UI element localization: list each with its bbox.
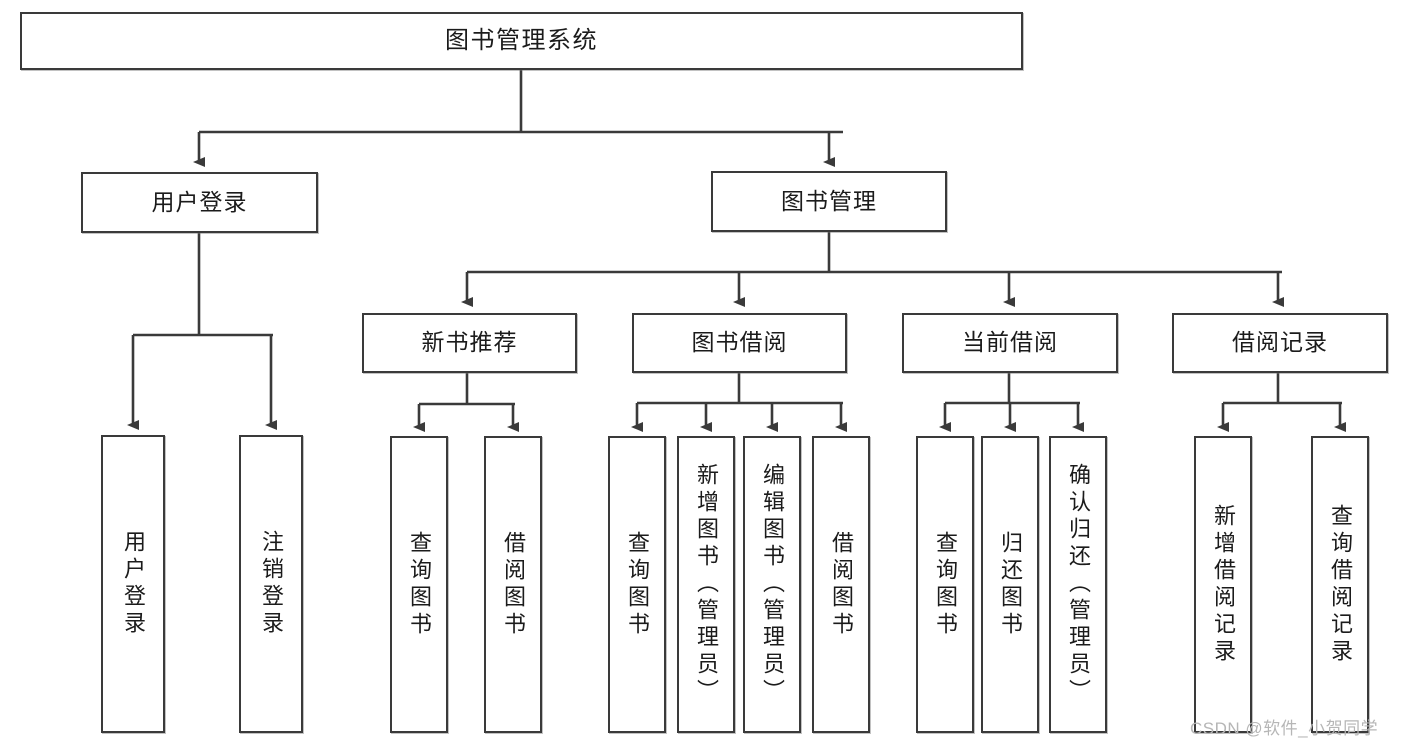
node-label: 图书管理	[781, 187, 877, 214]
leaf-user-login[interactable]: 用户登录	[101, 435, 165, 733]
node-label: 新书推荐	[421, 329, 518, 356]
node-label: 新增图书（管理员）	[694, 463, 719, 706]
leaf-add-borrow-record[interactable]: 新增借阅记录	[1194, 436, 1252, 733]
node-current-borrow[interactable]: 当前借阅	[902, 313, 1118, 373]
node-label: 新增借阅记录	[1211, 503, 1236, 666]
node-label: 用户登录	[151, 188, 248, 215]
node-label: 图书管理系统	[445, 26, 598, 54]
node-label: 编辑图书（管理员）	[760, 463, 785, 706]
node-book-borrow[interactable]: 图书借阅	[632, 313, 847, 373]
node-borrow-records[interactable]: 借阅记录	[1172, 313, 1388, 373]
leaf-edit-book-admin[interactable]: 编辑图书（管理员）	[743, 436, 801, 733]
node-label: 借阅图书	[501, 530, 526, 639]
leaf-query-borrow-record[interactable]: 查询借阅记录	[1311, 436, 1369, 733]
node-label: 查询图书	[407, 530, 432, 639]
leaf-query-book-new[interactable]: 查询图书	[390, 436, 448, 733]
csdn-watermark: CSDN @软件_小贺同学	[1190, 719, 1379, 738]
leaf-borrow-book[interactable]: 借阅图书	[812, 436, 870, 733]
leaf-query-book-current[interactable]: 查询图书	[916, 436, 974, 733]
node-label: 图书借阅	[691, 329, 788, 356]
node-root-book-management-system[interactable]: 图书管理系统	[20, 12, 1023, 70]
node-label: 查询图书	[933, 530, 958, 639]
node-label: 归还图书	[998, 530, 1023, 639]
leaf-query-book-borrow[interactable]: 查询图书	[608, 436, 666, 733]
node-label: 用户登录	[121, 530, 146, 638]
leaf-user-logout[interactable]: 注销登录	[239, 435, 303, 733]
node-label: 借阅记录	[1232, 329, 1328, 356]
node-label: 查询图书	[625, 530, 650, 639]
node-label: 确认归还（管理员）	[1066, 463, 1091, 706]
node-label: 注销登录	[259, 530, 284, 638]
leaf-borrow-book-new[interactable]: 借阅图书	[484, 436, 542, 733]
leaf-return-book[interactable]: 归还图书	[981, 436, 1039, 733]
node-label: 当前借阅	[962, 329, 1058, 356]
leaf-confirm-return-admin[interactable]: 确认归还（管理员）	[1049, 436, 1107, 733]
node-label: 查询借阅记录	[1328, 503, 1353, 666]
node-label: 借阅图书	[829, 530, 854, 639]
node-book-management[interactable]: 图书管理	[711, 171, 947, 232]
node-user-login[interactable]: 用户登录	[81, 172, 318, 233]
leaf-add-book-admin[interactable]: 新增图书（管理员）	[677, 436, 735, 733]
node-new-book-recommend[interactable]: 新书推荐	[362, 313, 577, 373]
